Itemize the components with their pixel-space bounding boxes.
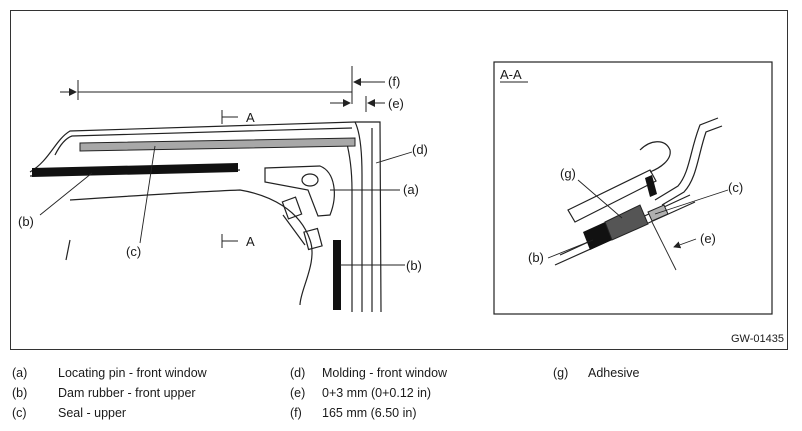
section-adhesive [604, 204, 649, 241]
label-e: (e) [388, 96, 404, 111]
legend-key-d: (d) [290, 366, 306, 380]
dam-rubber-upper-bar [32, 163, 238, 177]
legend-key-b: (b) [12, 386, 28, 400]
legend-text-a: Locating pin - front window [58, 366, 207, 380]
molding-top [639, 141, 671, 173]
section-glass-edge [645, 175, 657, 197]
legend-key-a: (a) [12, 366, 28, 380]
legend-text-c: Seal - upper [58, 406, 127, 420]
dimension-e [330, 96, 385, 112]
locating-pin [301, 173, 319, 187]
clip-upper [281, 196, 303, 220]
section-view [554, 117, 723, 266]
seal-upper-bar [79, 137, 356, 152]
label-d: (d) [412, 142, 428, 157]
legend-text-f: 165 mm (6.50 in) [322, 406, 417, 420]
label-b-section: (b) [528, 250, 544, 265]
legend-text-b: Dam rubber - front upper [58, 386, 196, 400]
roof-outline [29, 121, 382, 313]
dam-rubber-vertical-bar [333, 240, 341, 310]
body-panel [654, 117, 719, 201]
legend-key-e: (e) [290, 386, 306, 400]
main-view [29, 121, 382, 313]
legend-text-g: Adhesive [588, 366, 640, 380]
glass-upper [567, 169, 657, 223]
figure-id: GW-01435 [731, 333, 784, 345]
leader-lines [39, 145, 413, 266]
legend-text-d: Molding - front window [322, 366, 448, 380]
label-b-right: (b) [406, 258, 422, 273]
label-g: (g) [560, 166, 576, 181]
legend-key-g: (g) [553, 366, 569, 380]
section-inset-frame [493, 61, 773, 315]
pillar-line [354, 121, 363, 312]
legend-text-e: 0+3 mm (0+0.12 in) [322, 386, 432, 400]
label-section-a-top: A [246, 110, 255, 125]
locating-pin-bracket [264, 165, 335, 217]
label-f: (f) [388, 74, 400, 89]
label-c-section: (c) [728, 180, 743, 195]
inner-panel-edge [69, 189, 313, 306]
label-c: (c) [126, 244, 141, 259]
label-b-left: (b) [18, 214, 34, 229]
section-markers [221, 110, 238, 248]
label-a: (a) [403, 182, 419, 197]
dimension-f [60, 66, 385, 104]
legend: (a) Locating pin - front window (b) Dam … [0, 360, 802, 430]
label-section-a-bottom: A [246, 234, 255, 249]
section-dam-rubber [583, 222, 612, 250]
figure-frame [10, 10, 788, 350]
section-title: A-A [500, 67, 522, 82]
legend-key-f: (f) [290, 406, 302, 420]
label-e-section: (e) [700, 231, 716, 246]
legend-key-c: (c) [12, 406, 27, 420]
clip-lower [303, 227, 323, 251]
section-leader-lines [547, 179, 729, 271]
